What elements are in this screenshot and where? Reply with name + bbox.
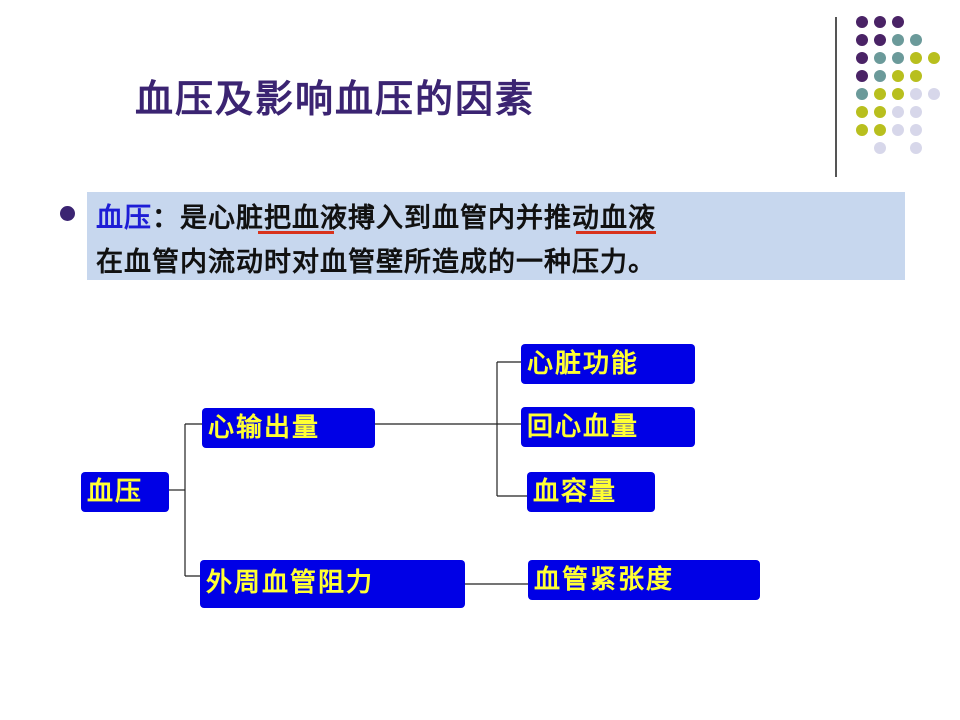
node-cardiac-output: 心输出量 [202, 408, 375, 448]
definition-line-1: 血压：是心脏把血液搏入到血管内并推动血液 [96, 196, 656, 235]
definition-term: 血压 [96, 203, 152, 234]
node-heart-function: 心脏功能 [521, 344, 695, 384]
slide-title: 血压及影响血压的因素 [135, 77, 536, 121]
node-peripheral-resistance: 外周血管阻力 [200, 560, 465, 608]
underline-heart [258, 231, 334, 234]
underline-vessel [576, 231, 656, 234]
node-venous-return: 回心血量 [521, 407, 695, 447]
definition-text-1: ：是心脏把血液搏入到血管内并推动血液 [152, 203, 656, 234]
definition-line-2: 在血管内流动时对血管壁所造成的一种压力。 [96, 247, 656, 278]
node-vascular-tone: 血管紧张度 [528, 560, 760, 600]
definition-box [87, 192, 905, 280]
node-blood-volume: 血容量 [527, 472, 655, 512]
decorative-divider [835, 17, 837, 177]
node-blood-pressure: 血压 [81, 472, 169, 512]
bullet-point [60, 206, 75, 221]
decorative-dot-grid [856, 16, 940, 154]
